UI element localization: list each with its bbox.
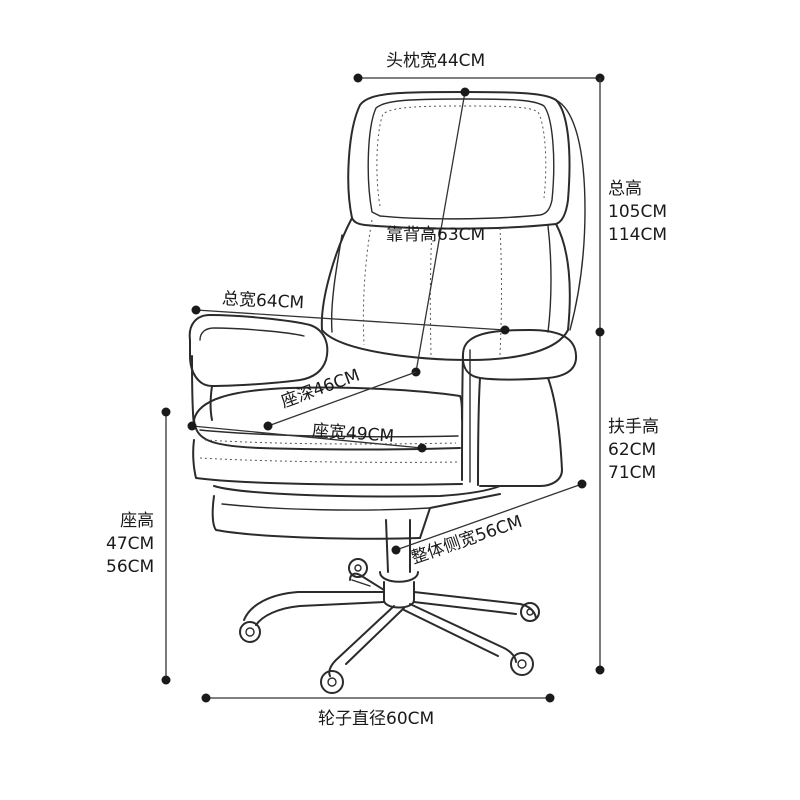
casters <box>239 558 540 694</box>
armrest-height-min: 62CM <box>608 440 657 460</box>
seat-height-label: 座高 47CM 56CM <box>106 510 154 579</box>
seat-height-title: 座高 <box>120 511 155 531</box>
right-armrest <box>461 329 578 487</box>
total-height-max: 114CM <box>608 225 667 245</box>
gas-lift <box>379 519 419 609</box>
wheel-diameter-text: 轮子直径60CM <box>318 709 435 729</box>
seat <box>192 386 463 486</box>
left-armrest <box>188 314 329 426</box>
star-base <box>243 572 537 677</box>
backrest-height-text: 靠背高63CM <box>386 225 486 245</box>
footrest <box>211 485 501 540</box>
armrest-height-max: 71CM <box>608 463 657 483</box>
headrest-width-label: 头枕宽44CM <box>386 50 485 73</box>
backrest-height-label: 靠背高63CM <box>386 224 485 247</box>
total-width-label: 总宽64CM <box>221 288 305 315</box>
wheel-diameter-label: 轮子直径60CM <box>318 708 434 731</box>
armrest-height-title: 扶手高 <box>608 417 659 437</box>
total-height-label: 总高 105CM 114CM <box>608 178 667 247</box>
headrest <box>347 91 571 230</box>
seat-height-min: 47CM <box>106 534 155 554</box>
dimension-lines <box>161 73 605 703</box>
headrest-width-text: 头枕宽44CM <box>386 51 486 71</box>
chair-illustration <box>188 91 586 694</box>
total-height-min: 105CM <box>608 202 667 222</box>
total-height-title: 总高 <box>608 179 642 199</box>
seat-height-max: 56CM <box>106 557 155 577</box>
armrest-height-label: 扶手高 62CM 71CM <box>608 416 659 485</box>
total-width-text: 总宽64CM <box>221 289 305 314</box>
